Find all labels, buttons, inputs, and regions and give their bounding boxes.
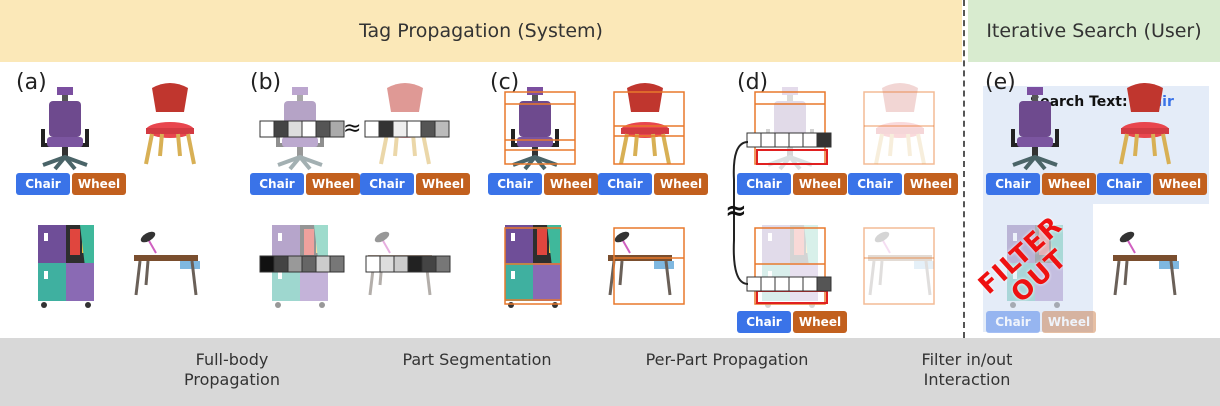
desk-icon: [132, 228, 202, 297]
step-full-body-propagation: Full-body Propagation: [184, 350, 280, 389]
panel-label-d: (d): [737, 70, 769, 95]
tag-chair-d1: Chair: [737, 173, 791, 195]
feature-vector-wheel-top: [746, 132, 832, 148]
pipeline-steps-band: [0, 338, 1220, 406]
panel-label-e: (e): [985, 70, 1016, 95]
step-part-segmentation: Part Segmentation: [402, 350, 552, 369]
tag-chair-d3: Chair: [737, 311, 791, 333]
tag-chair-e2: Chair: [1097, 173, 1151, 195]
feature-vector-chair2: [364, 120, 450, 138]
tag-chair-e3-filtered: Chair: [986, 311, 1040, 333]
red-chair-icon: [144, 81, 196, 166]
header-system-title: Tag Propagation (System): [359, 20, 603, 42]
feature-vector-cabinet: [259, 255, 345, 273]
header-system-band: Tag Propagation (System): [0, 0, 962, 62]
cabinet-icon: [38, 225, 94, 308]
tag-chair-b1: Chair: [250, 173, 304, 195]
tag-chair-e1: Chair: [986, 173, 1040, 195]
tag-wheel-c1: Wheel: [544, 173, 598, 195]
office-chair-icon: [41, 85, 89, 171]
tag-wheel-a: Wheel: [72, 173, 126, 195]
tag-wheel-e2: Wheel: [1153, 173, 1207, 195]
feature-vector-desk: [365, 255, 451, 273]
tag-chair-a: Chair: [16, 173, 70, 195]
step-filter-interaction: Filter in/out Interaction: [921, 350, 1013, 389]
part-boxes-d: [754, 91, 935, 305]
panel-label-a: (a): [16, 70, 47, 95]
approx-symbol-d: ≈: [725, 196, 747, 226]
tag-chair-b2: Chair: [360, 173, 414, 195]
step-per-part-propagation: Per-Part Propagation: [645, 350, 809, 369]
tag-wheel-d2: Wheel: [904, 173, 958, 195]
tag-chair-c2: Chair: [598, 173, 652, 195]
search-text-label: Search Text:: [1030, 94, 1128, 110]
tag-wheel-b2: Wheel: [416, 173, 470, 195]
approx-symbol-b: ≈: [343, 116, 362, 141]
panel-label-b: (b): [250, 70, 282, 95]
panel-label-c: (c): [490, 70, 520, 95]
feature-vector-wheel-bottom: [746, 276, 832, 292]
tag-wheel-e1: Wheel: [1042, 173, 1096, 195]
tag-wheel-b1: Wheel: [306, 173, 360, 195]
similarity-bracket: [732, 141, 749, 285]
tag-wheel-e3-filtered: Wheel: [1042, 311, 1096, 333]
tag-wheel-d1: Wheel: [793, 173, 847, 195]
tag-chair-c1: Chair: [488, 173, 542, 195]
tag-wheel-d3: Wheel: [793, 311, 847, 333]
part-boxes-c: [504, 91, 685, 305]
header-user-band: Iterative Search (User): [968, 0, 1220, 62]
tag-chair-d2: Chair: [848, 173, 902, 195]
wheel-part-highlight-top: [756, 149, 828, 165]
feature-vector-chair1: [259, 120, 345, 138]
header-user-title: Iterative Search (User): [986, 20, 1202, 42]
section-divider: [963, 0, 965, 338]
tag-wheel-c2: Wheel: [654, 173, 708, 195]
